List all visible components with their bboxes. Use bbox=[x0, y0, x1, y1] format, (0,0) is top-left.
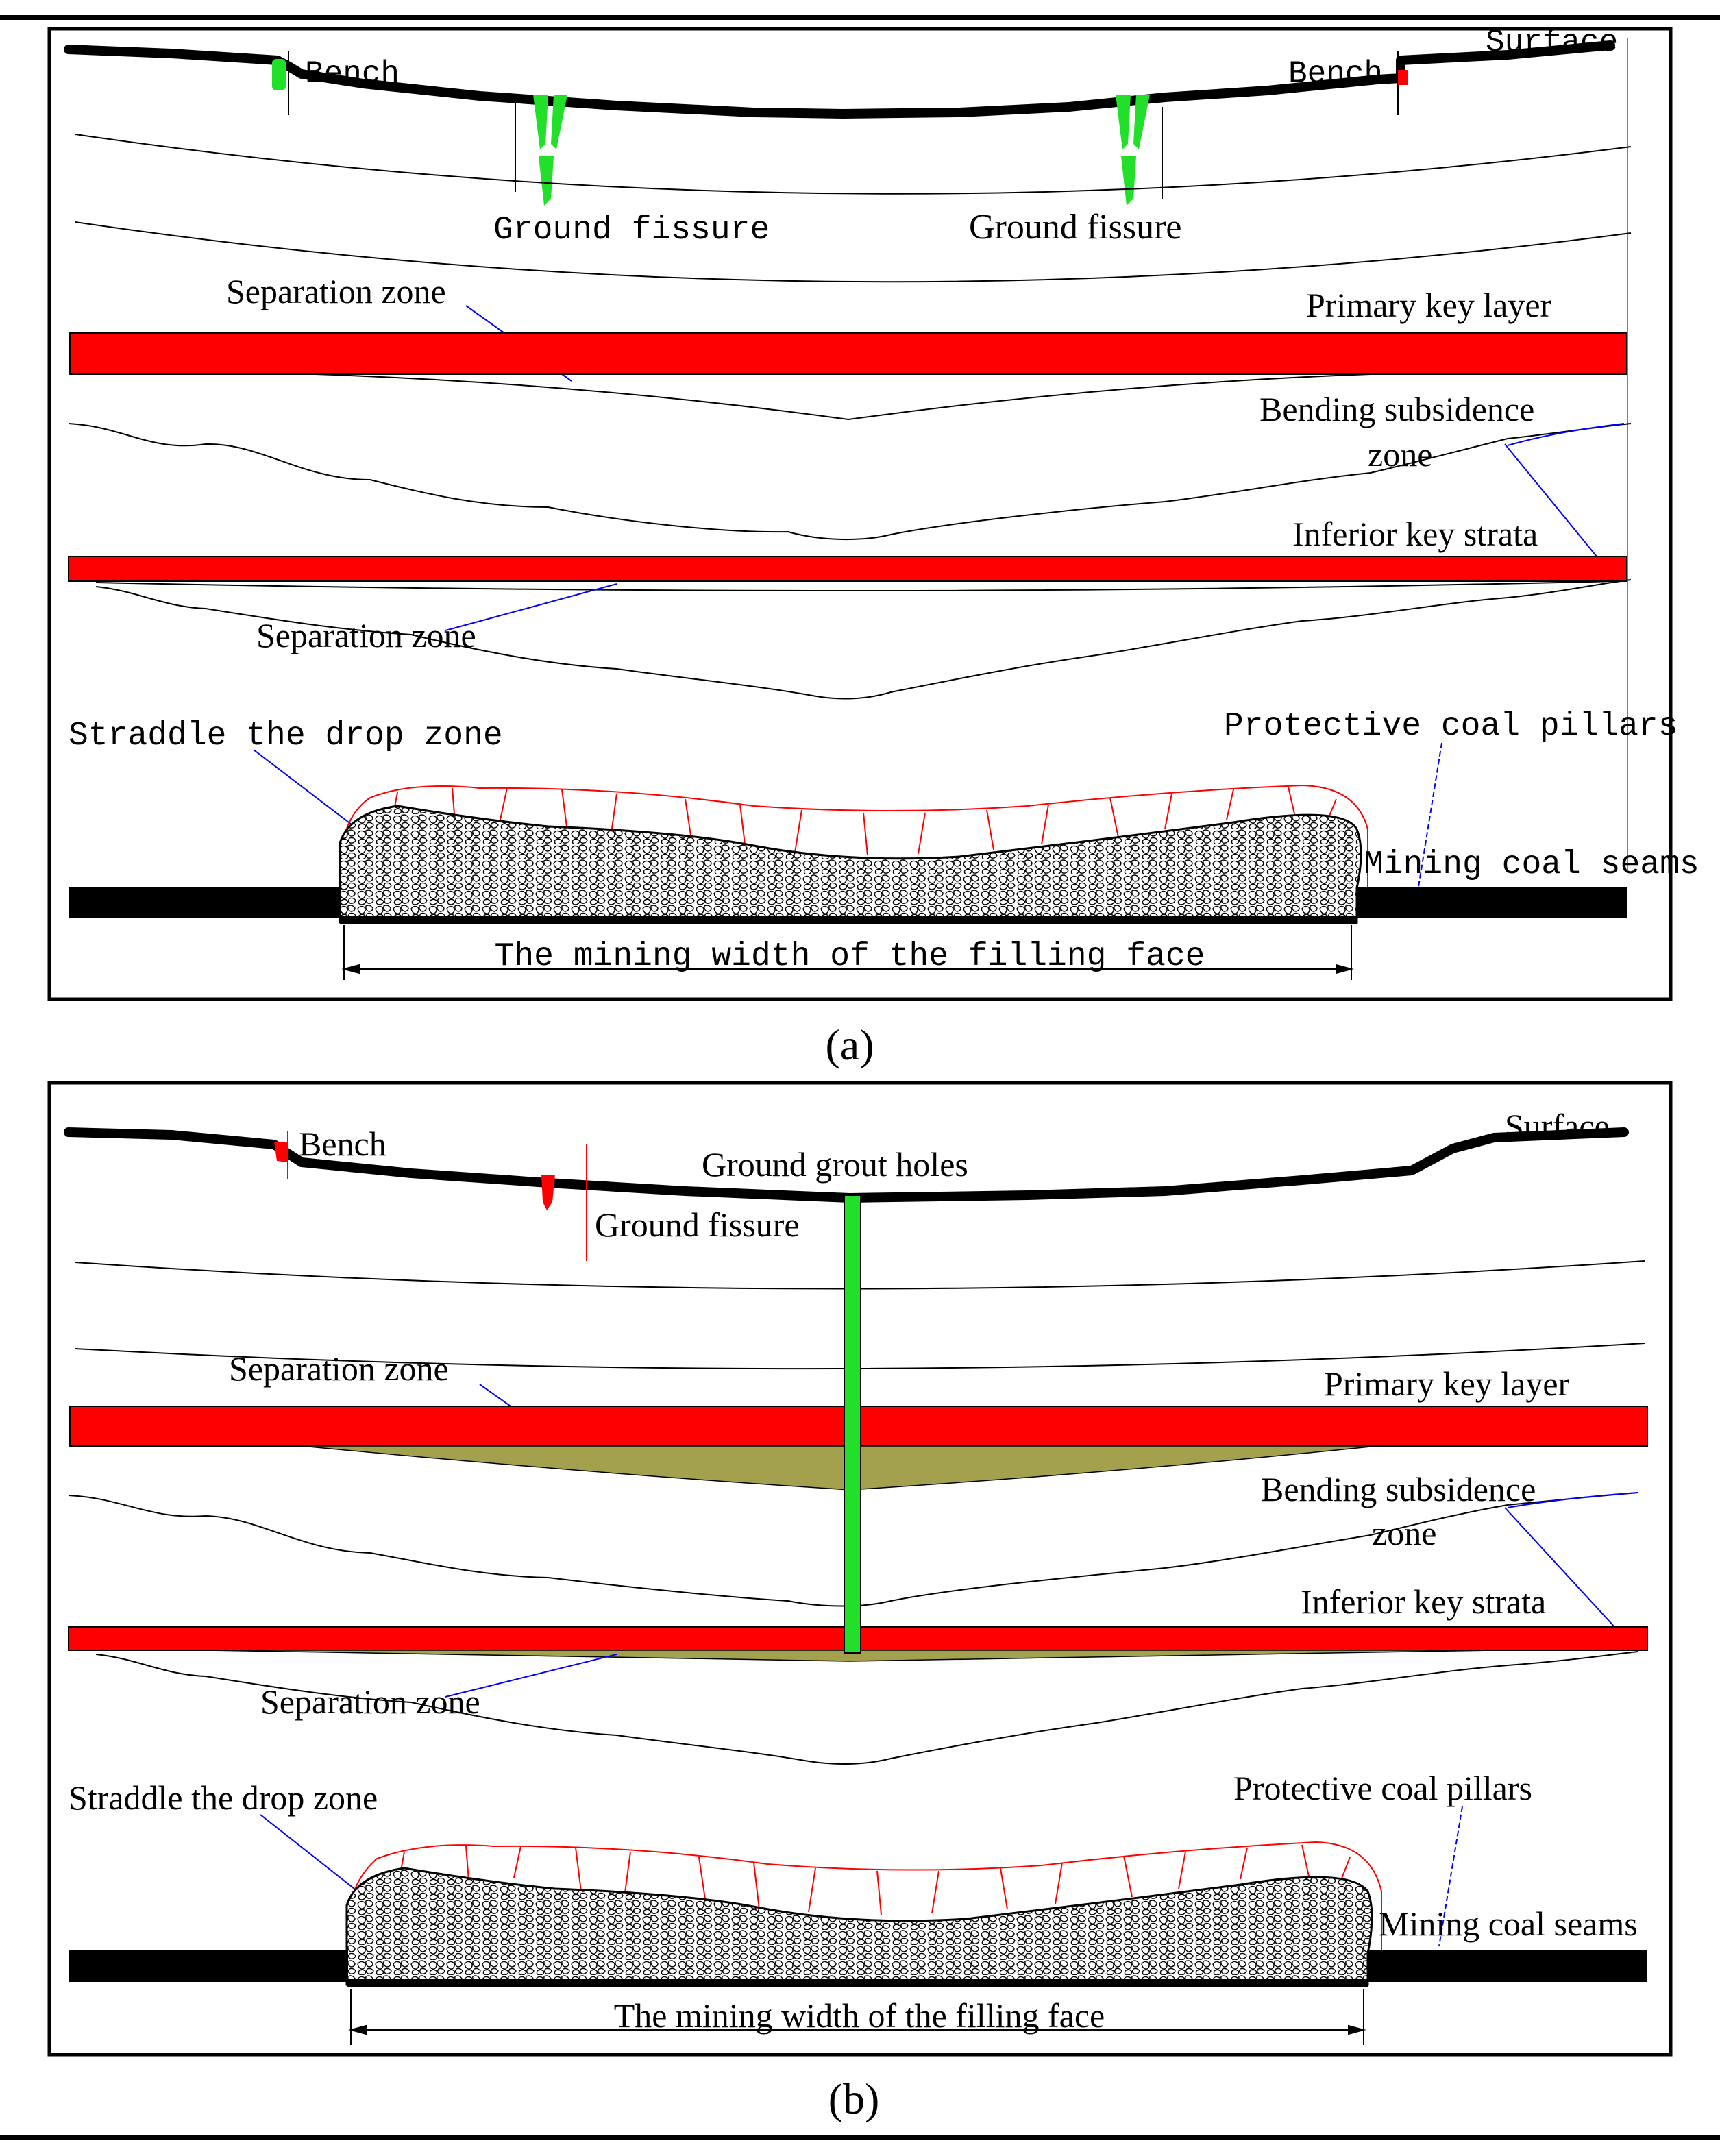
bending-subsidence-label: zone bbox=[1368, 435, 1432, 474]
inferior-key-strata-label: Inferior key strata bbox=[1292, 515, 1538, 553]
working-face-floor bbox=[347, 1979, 1368, 1987]
separation-zone-gap bbox=[95, 580, 1618, 592]
mining-width-label: The mining width of the filling face bbox=[495, 938, 1205, 975]
ground-fissure-label: Ground fissure bbox=[493, 212, 770, 249]
bench-label: Bench bbox=[1288, 56, 1383, 92]
leader-line bbox=[1504, 443, 1597, 557]
leader-line bbox=[445, 583, 617, 631]
stratum-line bbox=[95, 1651, 1638, 1765]
mining-coal-seams-label: Mining coal seams bbox=[1379, 1904, 1638, 1943]
mining-width-dimension bbox=[341, 925, 1354, 980]
separation-zone-label: Separation zone bbox=[229, 1349, 449, 1388]
rubble-filling-zone bbox=[339, 805, 1362, 924]
surface-label: Surface bbox=[1505, 1107, 1610, 1145]
mining-width-label: The mining width of the filling face bbox=[614, 1996, 1105, 2035]
separation-zone-gap bbox=[315, 373, 1371, 421]
surface-label: Surface bbox=[1486, 25, 1618, 60]
grouted-separation-zone bbox=[205, 1650, 1495, 1662]
caving-fractures bbox=[390, 786, 1337, 856]
bench-marker bbox=[1398, 70, 1408, 85]
ground-grout-holes-label: Ground grout holes bbox=[702, 1145, 968, 1184]
top-rule bbox=[0, 15, 1720, 20]
straddle-drop-zone-label: Straddle the drop zone bbox=[69, 1778, 378, 1817]
separation-zone-label: Separation zone bbox=[226, 272, 446, 310]
coal-seam-right bbox=[1368, 1950, 1647, 1982]
stratum-line bbox=[75, 221, 1632, 283]
ground-fissure bbox=[541, 1175, 555, 1210]
bending-subsidence-label: Bending subsidence bbox=[1261, 1470, 1536, 1508]
working-face-floor bbox=[340, 916, 1357, 924]
rubble-filling-zone bbox=[345, 1867, 1373, 1986]
ground-fissure-left bbox=[515, 95, 567, 206]
leader-line bbox=[445, 1654, 617, 1698]
grouted-separation-zone bbox=[301, 1445, 1378, 1491]
separation-zone-label: Separation zone bbox=[260, 1682, 480, 1721]
ground-fissure-label: Ground fissure bbox=[595, 1205, 800, 1244]
primary-key-layer bbox=[69, 332, 1627, 375]
mining-coal-seams-label: Mining coal seams bbox=[1364, 846, 1699, 883]
straddle-drop-zone-label: Straddle the drop zone bbox=[69, 718, 503, 755]
mining-width-dimension bbox=[348, 1989, 1366, 2045]
bending-subsidence-leader bbox=[1507, 423, 1625, 446]
bench-label: Bench bbox=[305, 56, 400, 92]
protective-coal-pillars-label: Protective coal pillars bbox=[1224, 708, 1678, 745]
panel-b: Bench Surface Ground fissure Ground grou… bbox=[47, 1081, 1673, 2123]
panel-b-frame bbox=[47, 1081, 1673, 2057]
primary-key-layer-label: Primary key layer bbox=[1324, 1364, 1570, 1403]
leader-line bbox=[260, 1814, 371, 1902]
leader-line bbox=[253, 749, 364, 834]
coal-seam-left bbox=[69, 1950, 348, 1982]
caving-zone-outline bbox=[347, 1841, 1382, 1954]
bottom-rule bbox=[0, 2135, 1720, 2140]
separation-zone-label: Separation zone bbox=[256, 616, 476, 654]
bending-subsidence-label: Bending subsidence bbox=[1260, 390, 1534, 428]
leader-line bbox=[1504, 1507, 1617, 1629]
stratum-line bbox=[68, 1492, 1638, 1607]
ground-fissure-label: Ground fissure bbox=[969, 208, 1182, 247]
inferior-key-strata-label: Inferior key strata bbox=[1301, 1582, 1546, 1621]
panel-a-frame bbox=[47, 27, 1673, 1001]
bending-subsidence-label: zone bbox=[1372, 1514, 1436, 1552]
leader-line bbox=[1438, 1806, 1463, 1947]
ground-grout-hole bbox=[844, 1195, 861, 1654]
bench-marker bbox=[272, 59, 286, 90]
bench-label: Bench bbox=[299, 1125, 386, 1163]
coal-seam-right bbox=[1357, 887, 1627, 918]
stratum-line bbox=[95, 579, 1632, 700]
panel-b-caption: (b) bbox=[828, 2074, 880, 2123]
stratum-line bbox=[75, 134, 1632, 195]
caving-zone-outline bbox=[340, 784, 1368, 889]
caving-fractures bbox=[397, 1844, 1351, 1915]
inferior-key-strata bbox=[68, 556, 1627, 582]
bench-marker bbox=[274, 1142, 288, 1162]
panel-a: Bench Bench Surface Ground fissure Groun… bbox=[47, 25, 1699, 1069]
primary-key-layer-label: Primary key layer bbox=[1306, 286, 1552, 324]
bending-subsidence-leader bbox=[1507, 1492, 1638, 1508]
panel-a-caption: (a) bbox=[825, 1020, 874, 1069]
protective-coal-pillars-label: Protective coal pillars bbox=[1233, 1769, 1532, 1807]
ground-fissure-right bbox=[1116, 95, 1163, 206]
stratum-line bbox=[68, 423, 1632, 541]
coal-seam-left bbox=[69, 887, 341, 918]
